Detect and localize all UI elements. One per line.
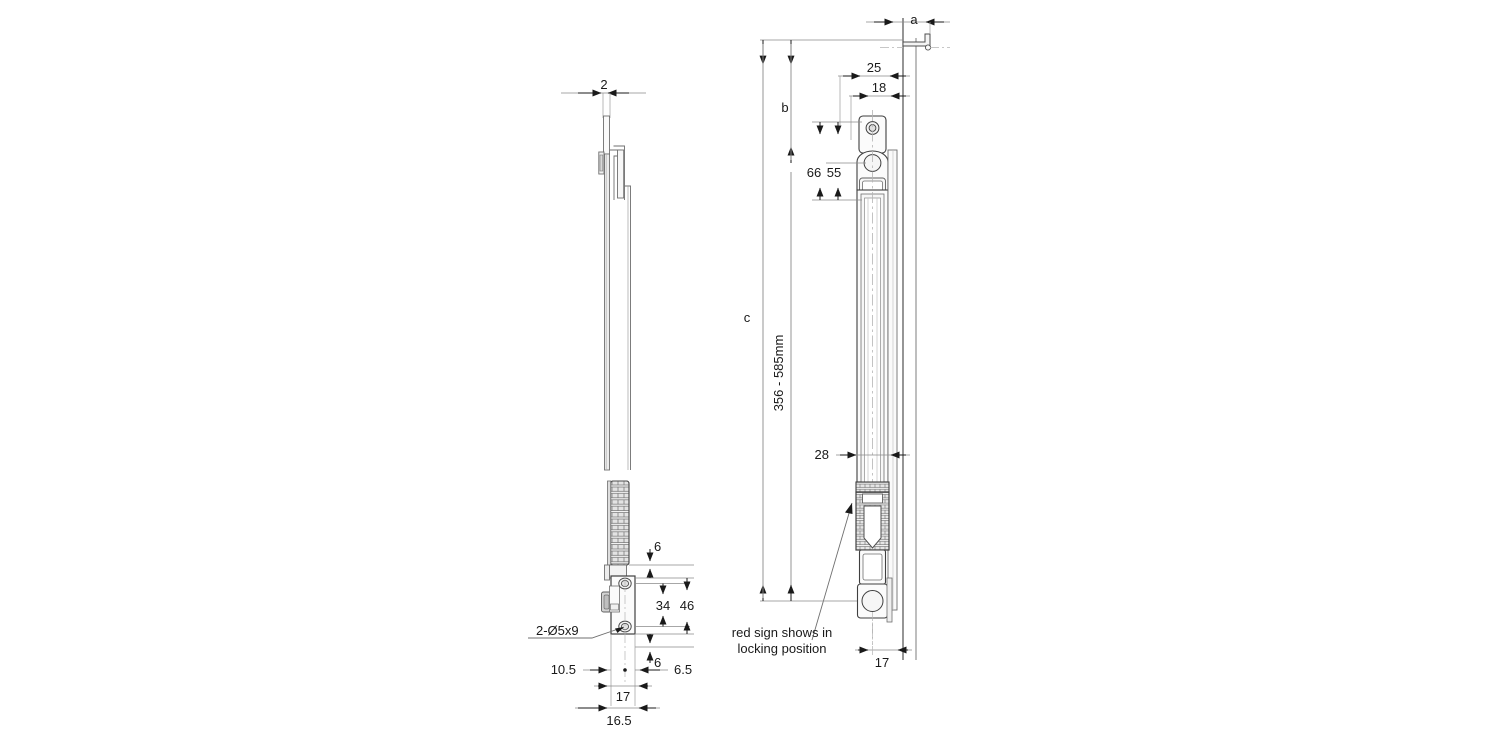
- dim-label-stroke-range: 356 - 585mm: [771, 335, 786, 412]
- knurled-grip: [607, 480, 630, 566]
- lower-shank: [604, 564, 627, 581]
- dim-stroke-range: 356 - 585mm: [771, 172, 795, 601]
- left-view-group: 2: [528, 77, 694, 728]
- mounting-plate: [601, 575, 636, 635]
- dim-label-6-bottom: 6: [654, 655, 661, 670]
- dim-66-55: 66 55: [807, 121, 866, 201]
- dim-label-6-top: 6: [654, 539, 661, 554]
- red-sign-note-line2: locking position: [738, 641, 827, 656]
- locking-slider: [855, 481, 890, 551]
- dim-label-17-right: 17: [875, 655, 889, 670]
- dim-a: a: [866, 12, 950, 34]
- hole-callout-label: 2-Ø5x9: [536, 623, 579, 638]
- right-view-group: a 25 18: [732, 12, 950, 670]
- dim-label-25: 25: [867, 60, 881, 75]
- dim-label-34: 34: [656, 598, 670, 613]
- dim-label-10-5: 10.5: [551, 662, 576, 677]
- dim-label-c: c: [744, 310, 751, 325]
- dim-17-right: 17: [855, 612, 912, 670]
- dim-28: 28: [815, 447, 910, 462]
- dim-2: 2: [561, 77, 646, 118]
- dim-label-46: 46: [680, 598, 694, 613]
- dim-label-b: b: [781, 100, 788, 115]
- dim-25-18: 25 18: [838, 60, 910, 140]
- red-sign-note-line1: red sign shows in: [732, 625, 832, 640]
- dim-label-a: a: [910, 12, 918, 27]
- dim-label-16-5: 16.5: [606, 713, 631, 728]
- dim-c: c: [744, 40, 767, 601]
- dim-group-vertical-left: 6 34 46 6: [629, 539, 694, 670]
- dim-label-2: 2: [600, 77, 607, 92]
- hole-callout-leader: 2-Ø5x9: [528, 623, 625, 639]
- dim-label-6-5: 6.5: [674, 662, 692, 677]
- lower-barrel-foot: [760, 549, 893, 623]
- dim-label-66: 66: [807, 165, 821, 180]
- mid-bracket-detail: [598, 145, 631, 470]
- dim-label-55: 55: [827, 165, 841, 180]
- upper-rod: [603, 115, 610, 471]
- telescopic-arm: [856, 110, 898, 645]
- top-bracket: [880, 33, 950, 51]
- dim-group-horizontal-left: 10.5 6.5 17 16.5: [551, 634, 692, 728]
- red-sign-leader: red sign shows in locking position: [732, 502, 853, 656]
- dim-label-17: 17: [616, 689, 630, 704]
- dim-label-28: 28: [815, 447, 829, 462]
- dim-b: b: [781, 40, 795, 163]
- dim-label-18: 18: [872, 80, 886, 95]
